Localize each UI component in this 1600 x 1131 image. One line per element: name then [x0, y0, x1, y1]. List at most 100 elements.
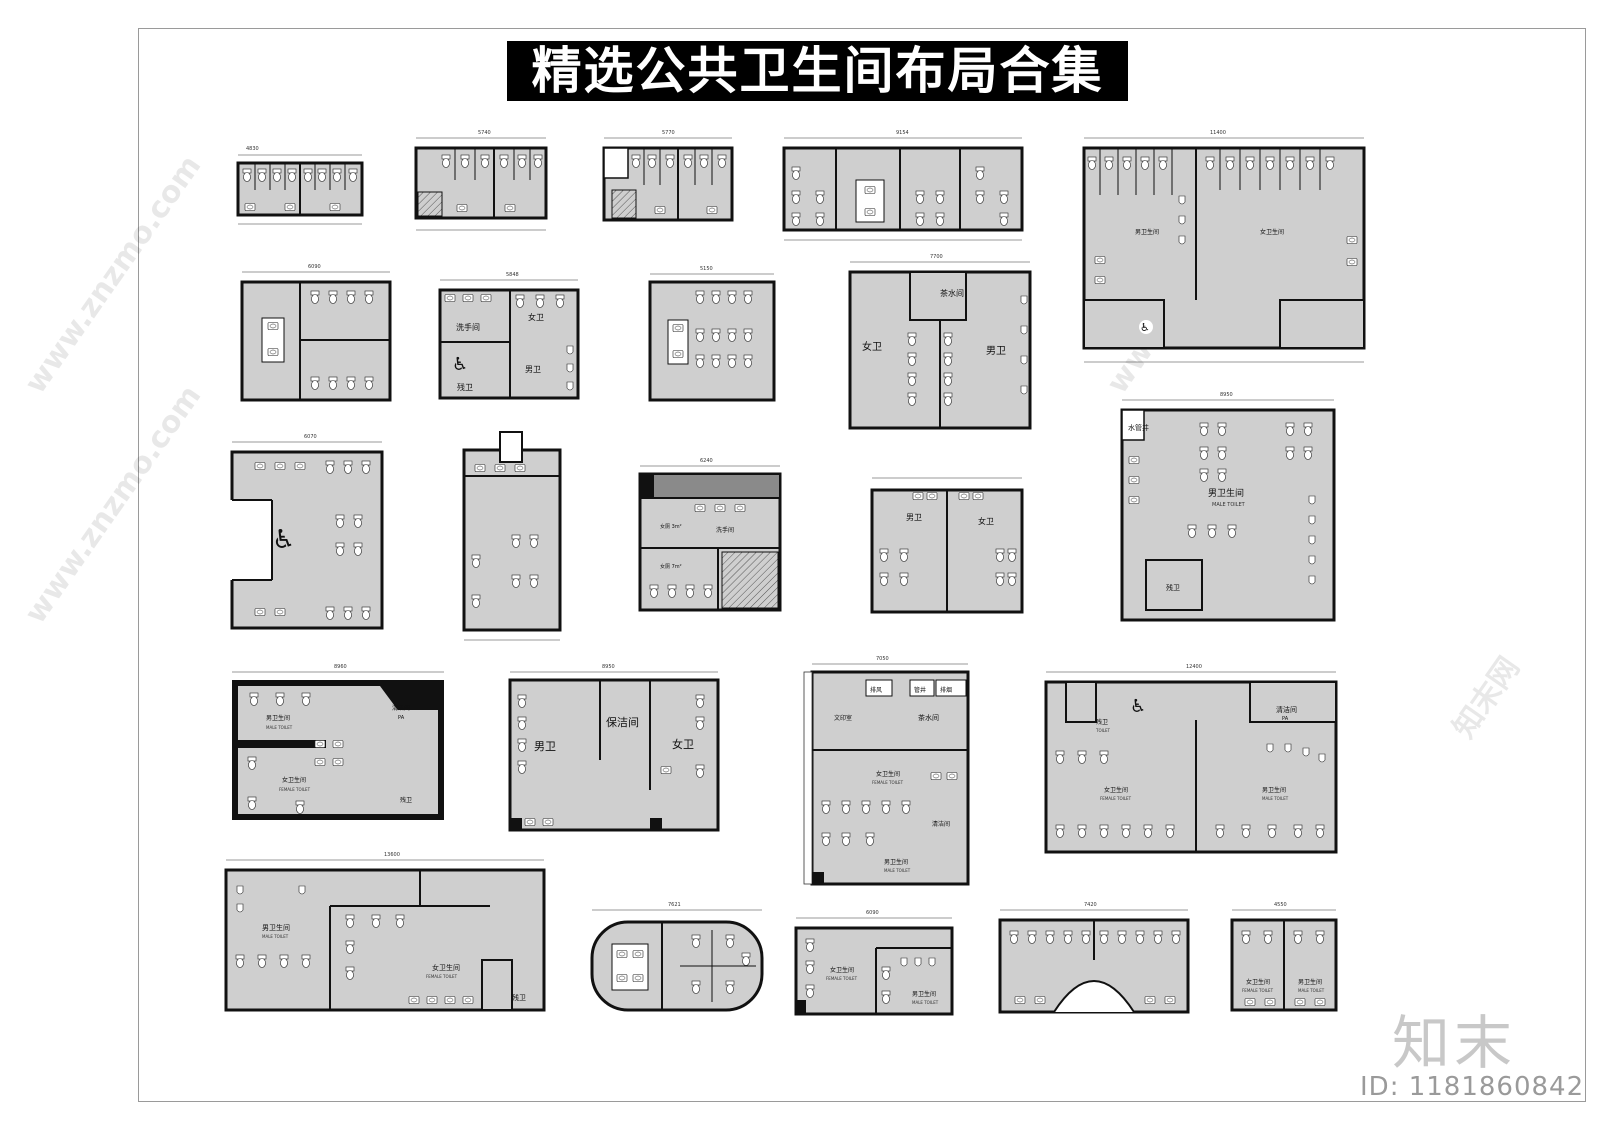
plan-12-dim-top: 6240 [700, 458, 713, 464]
plan-7-accessible-icon: ♿ [452, 354, 468, 375]
plan-16-female: 女卫 [672, 737, 694, 751]
plan-17-pipe: 管井 [914, 686, 926, 694]
plan-20: 7621 [590, 902, 764, 1012]
plan-15-male-en: MALE TOILET [266, 725, 293, 730]
plan-16-male: 男卫 [534, 740, 556, 753]
plan-23-male: 男卫生间 [1298, 978, 1322, 986]
plan-18-female: 女卫生间 [1104, 786, 1128, 794]
plan-23-dim-top: 4550 [1274, 902, 1287, 908]
plan-18-accessible-icon: ♿ [1130, 696, 1146, 717]
plan-3: 5770 [602, 130, 734, 222]
plan-10: ♿ 6070 [228, 434, 384, 630]
sheet-border [138, 28, 1586, 1102]
plan-17-exhaust: 排风 [870, 686, 882, 694]
plan-6: 6090 [240, 264, 392, 402]
plan-14-male-toilet: 男卫生间 [1208, 487, 1244, 499]
plan-18-dim-top: 12400 [1186, 664, 1202, 670]
plan-23-male-en: MALE TOILET [1298, 988, 1325, 993]
plan-19-female: 女卫生间 [432, 963, 460, 972]
plan-19-accessible: 残卫 [512, 993, 526, 1002]
plan-15-female-en: FEMALE TOILET [279, 787, 311, 792]
watermark-logo: 知末 [1392, 1009, 1517, 1077]
plan-18-accessible: 残卫 [1096, 718, 1108, 726]
plan-3-dim-top: 5770 [662, 130, 675, 136]
plan-18-cleaning: 清洁间 [1276, 705, 1297, 714]
plan-23-female: 女卫生间 [1246, 978, 1270, 986]
plan-17-smoke: 排烟 [940, 686, 952, 694]
plan-17-print: 文印室 [834, 714, 852, 722]
sheet-title: 精选公共卫生间布局合集 [507, 41, 1128, 101]
plan-21-female: 女卫生间 [830, 966, 854, 974]
plan-6-dim-top: 6090 [308, 264, 321, 270]
plan-12: 女厕 3m² 女厕 7m² 洗手间 6240 [638, 458, 782, 612]
plan-18-male: 男卫生间 [1262, 786, 1286, 794]
plan-18-female-en: FEMALE TOILET [1100, 796, 1132, 801]
plan-1: 4830 [236, 146, 364, 225]
plan-16-dim-top: 8950 [602, 664, 615, 670]
plan-19-male: 男卫生间 [262, 923, 290, 932]
plan-21: 女卫生间 FEMALE TOILET 男卫生间 MALE TOILET 6090 [794, 910, 954, 1016]
plan-22: 7420 [998, 902, 1190, 1014]
plan-18: ♿ 残卫 TOILET 清洁间 PA 女卫生间 FEMALE TOILET 男卫… [1044, 664, 1338, 854]
plan-17-female: 女卫生间 [876, 770, 900, 778]
plan-16: 男卫 保洁间 女卫 8950 [508, 664, 720, 832]
plan-5: 男卫生间 女卫生间 11400 ♿ [1082, 130, 1366, 363]
plan-4-dim-top: 9154 [896, 130, 909, 136]
plan-7-female: 女卫 [528, 312, 544, 322]
plan-17: 排风 管井 排烟 文印室 茶水间 女卫生间 FEMALE TOILET 清洁间 … [803, 656, 970, 886]
plan-19-dim-top: 13600 [384, 852, 400, 858]
plan-11 [462, 431, 562, 641]
plan-22-dim-top: 7420 [1084, 902, 1097, 908]
plan-12-washroom: 洗手间 [716, 526, 734, 534]
plan-19: 男卫生间 MALE TOILET 女卫生间 FEMALE TOILET 残卫 1… [224, 852, 546, 1012]
plan-19-male-en: MALE TOILET [262, 934, 289, 939]
plan-14-accessible: 残卫 [1166, 583, 1180, 592]
plan-2: 5740 [414, 130, 548, 231]
plan-15-pa: PA [398, 715, 405, 721]
plan-16-cleaning: 保洁间 [606, 715, 639, 729]
plan-17-male-en: MALE TOILET [884, 868, 911, 873]
plan-18-male-en: MALE TOILET [1262, 796, 1289, 801]
plan-7-accessible: 残卫 [457, 382, 473, 392]
plan-13-female: 女卫 [978, 516, 994, 526]
plan-9: 茶水间 女卫 男卫 7700 [848, 254, 1032, 430]
plan-17-dim-top: 7050 [876, 656, 889, 662]
plan-21-female-en: FEMALE TOILET [826, 976, 858, 981]
plan-4: 9154 [782, 130, 1024, 241]
plan-9-female: 女卫 [862, 340, 882, 353]
plan-21-dim-top: 6090 [866, 910, 879, 916]
plan-15-male: 男卫生间 [266, 714, 290, 722]
plan-15: 男卫生间 MALE TOILET 女卫生间 FEMALE TOILET 清洁间 … [232, 664, 444, 820]
plan-15-female: 女卫生间 [282, 776, 306, 784]
watermark-id: ID: 1181860842 [1360, 1072, 1585, 1102]
plan-8-dim-top: 5150 [700, 266, 713, 272]
plan-14-dim-top: 8950 [1220, 392, 1233, 398]
plan-7-male: 男卫 [525, 365, 541, 374]
plan-14-water-shaft: 水管井 [1128, 423, 1149, 432]
plan-9-dim-top: 7700 [930, 254, 943, 260]
plan-17-male: 男卫生间 [884, 858, 908, 866]
plan-13-male: 男卫 [906, 513, 922, 522]
plan-1-dim-top: 4830 [246, 146, 259, 152]
plan-9-male: 男卫 [986, 345, 1006, 357]
plan-13: 男卫 女卫 [870, 477, 1024, 614]
plan-14: 水管井 男卫生间 MALE TOILET 残卫 8950 [1120, 392, 1336, 622]
plan-15-dim-top: 8960 [334, 664, 347, 670]
plan-5-accessible-icon: ♿ [1140, 321, 1150, 334]
plan-8: 5150 [648, 266, 776, 402]
plan-9-tea-room: 茶水间 [940, 288, 964, 298]
plan-12-male-area: 女厕 7m² [660, 563, 682, 570]
plan-7-washroom: 洗手间 [456, 322, 480, 332]
plan-19-female-en: FEMALE TOILET [426, 974, 458, 979]
plan-12-female-area: 女厕 3m² [660, 523, 682, 530]
plan-17-tea: 茶水间 [918, 713, 939, 722]
plan-7-dim-top: 5848 [506, 272, 519, 278]
plan-14-male-toilet-en: MALE TOILET [1212, 502, 1246, 508]
plan-10-dim-top: 6070 [304, 434, 317, 440]
plan-21-male: 男卫生间 [912, 990, 936, 998]
plan-17-cleaning: 清洁间 [932, 820, 950, 828]
plan-17-female-en: FEMALE TOILET [872, 780, 904, 785]
plan-15-accessible: 残卫 [400, 796, 412, 804]
plan-7: 洗手间 女卫 男卫 残卫 ♿ 5848 [438, 272, 580, 400]
